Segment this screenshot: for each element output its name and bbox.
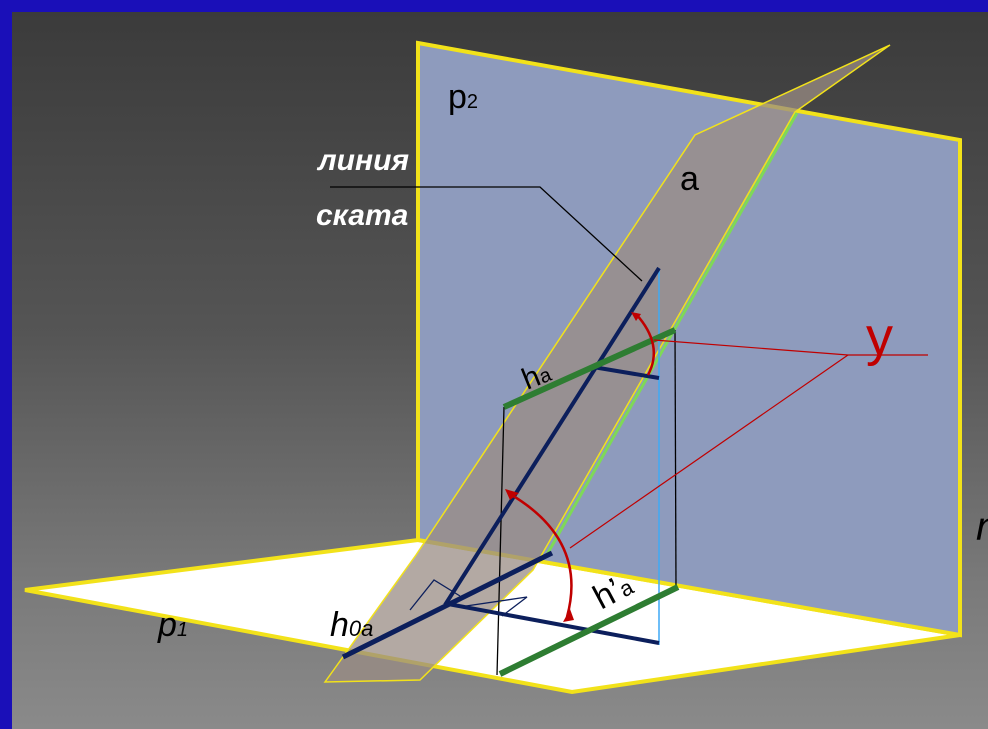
- leader-y-1: [653, 339, 849, 356]
- label-plane-a: a: [680, 160, 699, 198]
- projection-line-left: [496, 406, 505, 676]
- label-h0a: h0a: [330, 606, 373, 644]
- leader-y-2: [569, 354, 849, 549]
- right-angle-mark-1: [409, 579, 461, 611]
- right-angle-mark-2: [465, 596, 528, 617]
- label-edge-letter: n: [976, 505, 988, 549]
- trace-line-a: [543, 112, 799, 559]
- geometry-diagram: p2 линия ската a y ha p1 h0a h’a n: [24, 40, 988, 695]
- angle-arc-top-arrowhead: [631, 312, 641, 321]
- label-p2: p2: [448, 78, 478, 116]
- h-a-line: [502, 327, 677, 410]
- slope-line: [443, 266, 661, 607]
- angle-arc-bottom-arrowhead-1: [505, 489, 519, 500]
- label-h-a: ha: [517, 355, 556, 396]
- label-slope-line-1: линия: [316, 144, 409, 177]
- label-slope-line-2: ската: [316, 199, 408, 232]
- projection-navy-top: [592, 365, 660, 380]
- angle-arc-bottom: [509, 492, 573, 618]
- h-prime-a-line: [498, 584, 680, 677]
- projection-navy-bottom: [447, 602, 660, 645]
- angle-arc-top: [635, 313, 656, 376]
- label-p1: p1: [157, 606, 188, 644]
- label-angle-y: y: [866, 307, 893, 367]
- h0a-line: [341, 550, 554, 660]
- angle-arc-bottom-arrowhead-2: [563, 609, 574, 622]
- diagram-canvas: p2 линия ската a y ha p1 h0a h’a n: [12, 12, 988, 729]
- leader-slope-line: [330, 186, 643, 282]
- projection-line-right: [674, 329, 677, 589]
